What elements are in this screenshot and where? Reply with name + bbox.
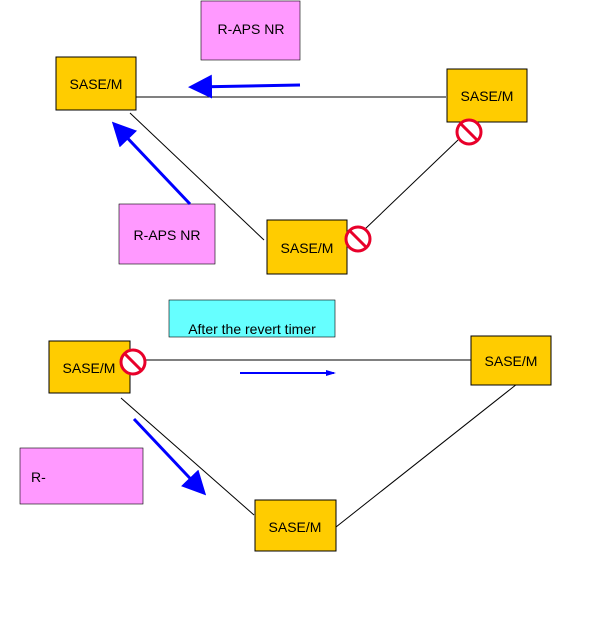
top-message-box-left: R-APS NR — [118, 203, 216, 265]
bottom-node-left-label: SASE/M — [63, 360, 116, 376]
top-node-bottom: SASE/M — [266, 219, 348, 275]
bottom-link-right-bottom — [335, 383, 518, 528]
top-link-left-bottom — [129, 112, 265, 241]
arrow-icon — [111, 121, 192, 206]
bottom-message-box-left: R- — [19, 447, 144, 505]
top-node-left: SASE/M — [55, 56, 137, 111]
bottom-link-left-bottom — [120, 397, 255, 516]
no-entry-icon — [455, 118, 483, 146]
top-node-bottom-label: SASE/M — [281, 240, 334, 256]
no-entry-icon — [344, 225, 372, 253]
bottom-ring: After the revert timer R- SASE/M SASE/M … — [19, 299, 552, 552]
bottom-node-left: SASE/M — [48, 340, 131, 394]
bottom-node-right: SASE/M — [470, 335, 552, 386]
arrow-icon — [132, 417, 207, 496]
top-message-left-label: R-APS NR — [134, 227, 201, 243]
bottom-message-left-label: R- — [31, 469, 46, 485]
arrow-icon — [188, 74, 301, 99]
top-node-right: SASE/M — [446, 68, 528, 123]
top-message-top-label: R-APS NR — [218, 21, 285, 37]
bottom-node-right-label: SASE/M — [485, 353, 538, 369]
revert-timer-label: After the revert timer — [188, 321, 316, 337]
bottom-node-bottom-label: SASE/M — [269, 519, 322, 535]
revert-timer-box: After the revert timer — [168, 299, 336, 338]
bottom-node-bottom: SASE/M — [254, 499, 337, 552]
top-node-right-label: SASE/M — [461, 88, 514, 104]
top-node-left-label: SASE/M — [70, 76, 123, 92]
top-link-right-bottom — [363, 139, 459, 231]
no-entry-icon — [119, 348, 147, 376]
top-message-box-top: R-APS NR — [200, 0, 301, 61]
top-ring: R-APS NR R-APS NR SASE/M SASE/M SASE/M — [55, 0, 528, 275]
